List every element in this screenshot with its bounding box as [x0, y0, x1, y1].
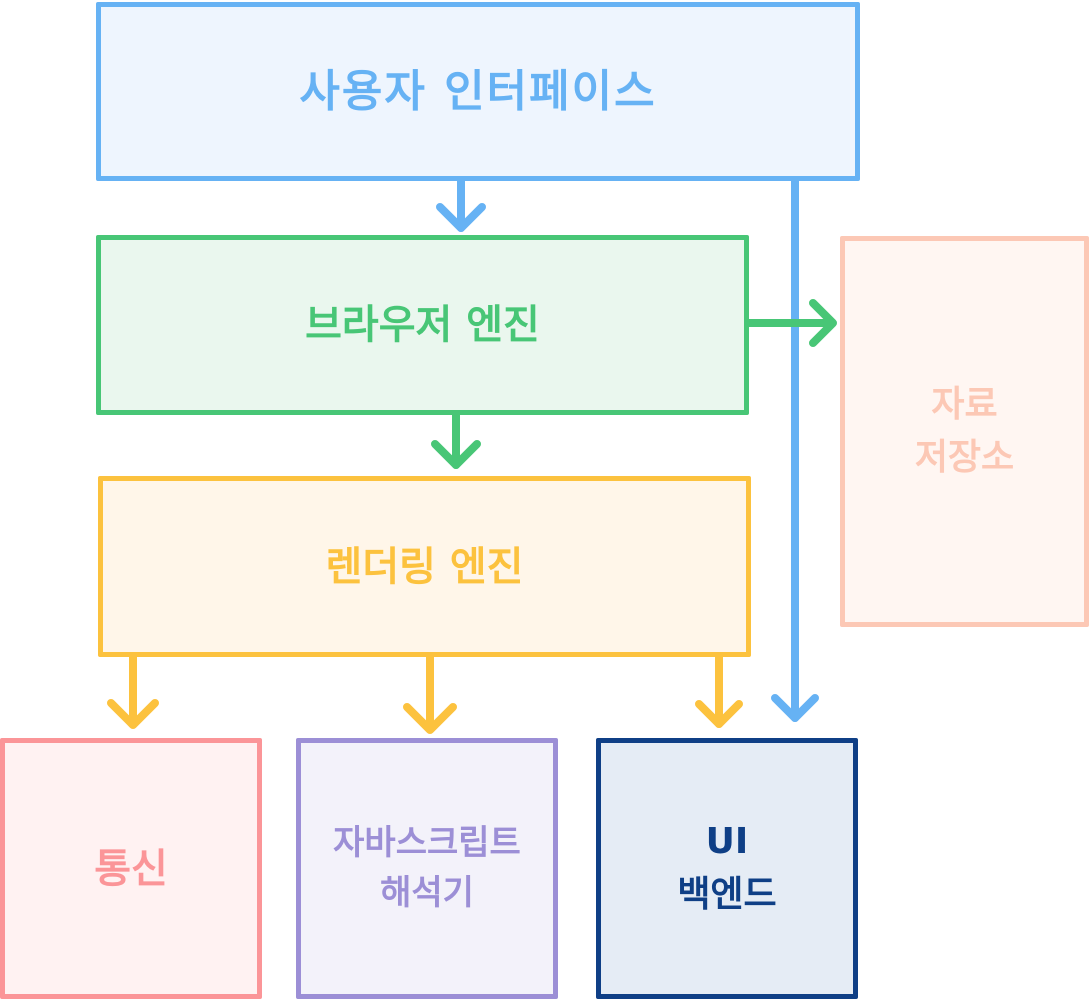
- ui-backend-box: UI 백엔드: [596, 738, 858, 999]
- rendering-engine-box: 렌더링 엔진: [98, 476, 751, 657]
- arrow-ui-to-browser-engine: [436, 177, 486, 232]
- arrow-ui-to-ui-backend: [771, 177, 819, 722]
- browser-engine-label: 브라우저 엔진: [305, 302, 540, 348]
- arrow-rendering-engine-to-networking: [107, 653, 159, 729]
- arrow-rendering-engine-to-js-interpreter: [403, 653, 457, 734]
- js-interpreter-label: 자바스크립트 해석기: [333, 823, 521, 913]
- data-storage-box: 자료 저장소: [840, 236, 1089, 627]
- ui-backend-label: UI 백엔드: [677, 821, 777, 915]
- networking-box: 통신: [0, 738, 262, 999]
- js-interpreter-box: 자바스크립트 해석기: [296, 738, 558, 999]
- networking-label: 통신: [94, 845, 168, 892]
- rendering-engine-label: 렌더링 엔진: [325, 543, 524, 590]
- browser-engine-box: 브라우저 엔진: [96, 235, 749, 415]
- user-interface-box: 사용자 인터페이스: [96, 2, 860, 181]
- user-interface-label: 사용자 인터페이스: [299, 65, 657, 117]
- arrow-browser-engine-to-rendering-engine: [431, 411, 481, 469]
- arrow-rendering-engine-to-ui-backend: [695, 653, 743, 728]
- arrow-browser-engine-to-data-storage: [745, 299, 837, 347]
- data-storage-label: 자료 저장소: [914, 384, 1015, 478]
